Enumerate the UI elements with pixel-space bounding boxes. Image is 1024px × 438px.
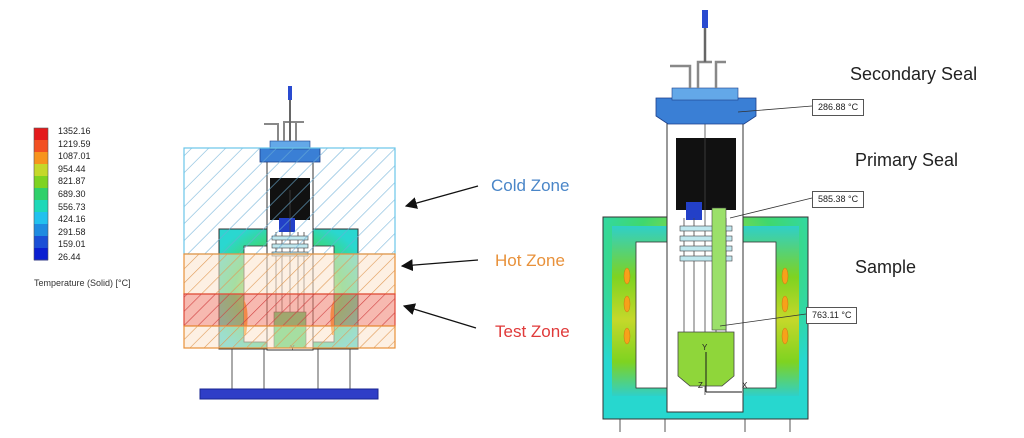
legend-value: 689.30 <box>58 189 86 199</box>
legend-swatch <box>34 212 48 225</box>
primary-seal-label: Primary Seal <box>855 150 959 170</box>
legend-value: 291.58 <box>58 226 86 237</box>
sample-temperature: 763.11 °C <box>806 307 858 324</box>
legend-value: 159.01 <box>58 239 86 250</box>
legend-value: 1219.59 <box>58 138 91 149</box>
hot-zone-label: Hot Zone <box>495 251 565 270</box>
legend-swatch <box>34 152 48 165</box>
support-legs <box>231 348 351 390</box>
secondary-seal-label: Secondary Seal <box>850 64 978 84</box>
legend-value: 1352.16 <box>58 126 91 136</box>
base-plate <box>199 388 379 400</box>
cold-zone-arrow <box>404 185 479 209</box>
legend-swatch <box>34 248 48 261</box>
legend-swatch <box>34 176 48 189</box>
legend-title: Temperature (Solid) [°C] <box>34 278 131 288</box>
top-flange-section <box>655 97 757 125</box>
hot-zone-arrow <box>400 259 479 272</box>
legend-swatch <box>34 224 48 237</box>
axis-z-label: Z <box>698 381 703 390</box>
cold-zone-label: Cold Zone <box>491 176 570 195</box>
test-zone-label: Test Zone <box>495 322 570 341</box>
legend-swatch <box>34 164 48 177</box>
legend-swatch <box>34 236 48 249</box>
legend-swatch <box>34 128 48 141</box>
legend-value: 1087.01 <box>58 151 91 162</box>
legend-swatch <box>34 200 48 213</box>
legend-value: 821.87 <box>58 176 86 187</box>
insulation-section <box>676 138 736 210</box>
legend-value: 954.44 <box>58 163 86 174</box>
axis-y-label: Y <box>702 343 708 352</box>
test-zone-arrow <box>402 303 477 329</box>
sample-label: Sample <box>855 257 917 277</box>
legend-value: 424.16 <box>58 214 86 225</box>
legend-swatch <box>34 188 48 201</box>
axis-x-label: X <box>742 381 748 390</box>
legend-value: 556.73 <box>58 201 86 212</box>
left-model: Y <box>183 86 396 400</box>
legend-swatch <box>34 140 48 153</box>
legend-value: 26.44 <box>58 252 81 262</box>
primary-seal-temperature: 585.38 °C <box>812 191 865 208</box>
cold-zone-region <box>183 147 396 255</box>
secondary-seal-temperature: 286.88 °C <box>812 99 865 116</box>
temperature-color-bar <box>33 127 49 261</box>
right-model: Y X Z <box>602 10 813 432</box>
